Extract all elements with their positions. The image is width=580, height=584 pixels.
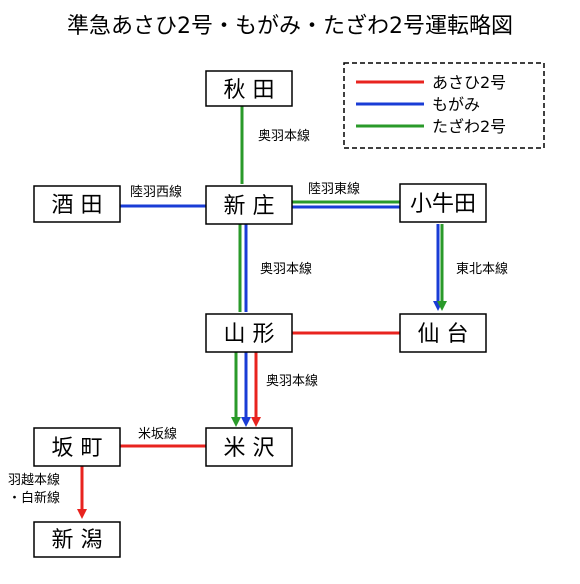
station-sendai: 仙 台: [399, 313, 487, 353]
line-label-uutou: 陸羽東線: [308, 181, 360, 197]
station-niigata: 新 潟: [33, 521, 121, 558]
station-shinjo-label: 新 庄: [224, 194, 275, 219]
route-lines: [77, 106, 447, 519]
line-label-yonesaka: 米坂線: [138, 426, 177, 442]
diagram-title: 準急あさひ2号・もがみ・たざわ2号運転略図: [67, 14, 513, 39]
station-yamagata-label: 山 形: [224, 322, 275, 347]
station-niigata-label: 新 潟: [52, 528, 103, 553]
legend-label-mogami: もがみ: [432, 95, 480, 114]
station-koushida-label: 小牛田: [410, 192, 476, 217]
station-sakata-label: 酒 田: [52, 193, 103, 218]
legend-label-asahi: あさひ2号: [432, 73, 506, 92]
station-yamagata: 山 形: [205, 313, 293, 353]
station-sakata: 酒 田: [33, 185, 121, 223]
line-label-hakushin: ・白新線: [8, 490, 60, 506]
station-shinjo: 新 庄: [205, 185, 293, 225]
station-akita-label: 秋 田: [224, 78, 275, 103]
station-yonezawa: 米 沢: [205, 427, 293, 467]
legend-label-tazawa: たざわ2号: [432, 117, 506, 136]
line-label-ou-akita-shinjo: 奥羽本線: [258, 128, 310, 144]
station-sakamachi-label: 坂 町: [52, 436, 103, 461]
line-label-uusai: 陸羽西線: [130, 184, 182, 200]
station-sakamachi: 坂 町: [33, 427, 121, 467]
line-label-uetsu: 羽越本線: [8, 472, 60, 488]
station-koushida: 小牛田: [399, 183, 487, 223]
line-label-touhoku: 東北本線: [456, 261, 508, 277]
line-label-ou-yamagata-yonezawa: 奥羽本線: [266, 373, 318, 389]
station-sendai-label: 仙 台: [418, 322, 469, 347]
legend: あさひ2号 もがみ たざわ2号: [343, 62, 545, 149]
station-yonezawa-label: 米 沢: [224, 436, 275, 461]
station-akita: 秋 田: [205, 70, 293, 107]
line-label-ou-shinjo-yamagata: 奥羽本線: [260, 261, 312, 277]
